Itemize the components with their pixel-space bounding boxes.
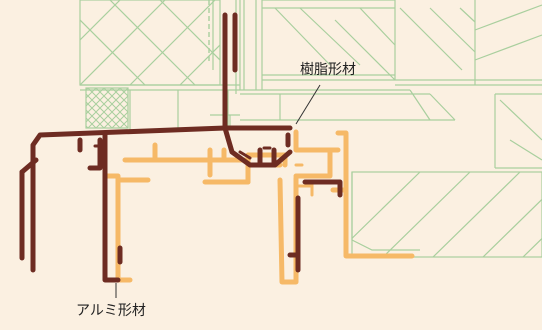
aluminum-profile bbox=[19, 12, 343, 283]
resin-profile-inner bbox=[294, 163, 314, 197]
lower-wall-hatch bbox=[352, 172, 542, 257]
aluminum-profile-detail bbox=[93, 144, 272, 160]
wall-structure bbox=[79, 0, 542, 258]
leader-line-resin bbox=[295, 84, 321, 125]
upper-wall-hatch bbox=[80, 0, 220, 85]
lower-wall-block bbox=[351, 171, 542, 258]
crosshatch-insulation bbox=[85, 87, 129, 129]
upper-wall-block bbox=[79, 0, 221, 86]
aluminum-profile-label: アルミ形材 bbox=[76, 303, 146, 319]
resin-profile-label: 樹脂形材 bbox=[300, 62, 356, 78]
